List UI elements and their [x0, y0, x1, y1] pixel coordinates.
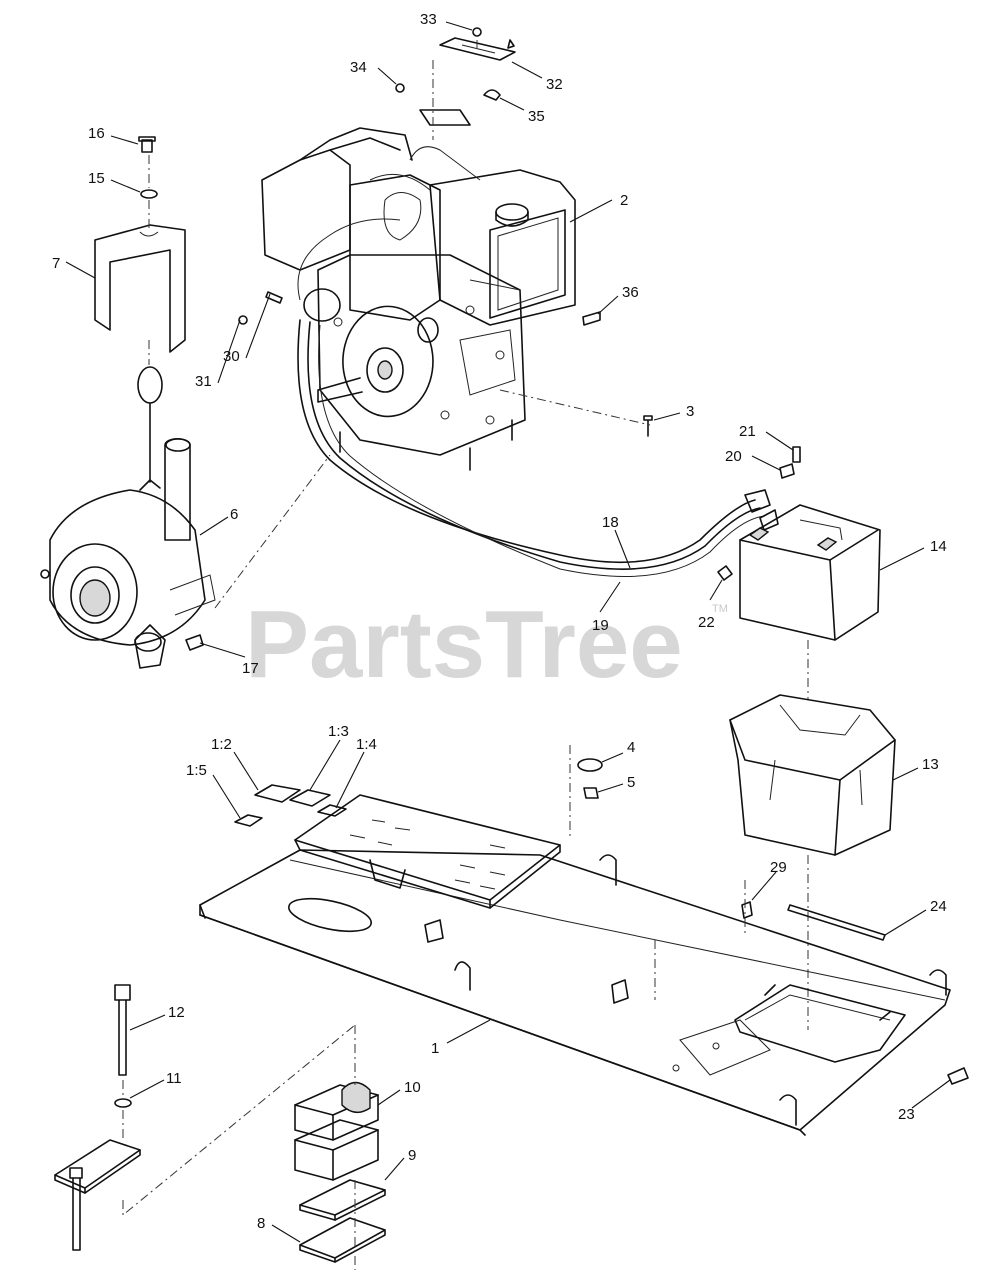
callout-6: 6 [230, 506, 238, 523]
tag-1-3 [289, 789, 331, 807]
callout-22: 22 [698, 614, 715, 631]
pin-23 [947, 1067, 969, 1085]
battery-14 [739, 504, 881, 641]
callout-24: 24 [930, 898, 947, 915]
callout-5: 5 [627, 774, 635, 791]
bolt-12 [114, 984, 131, 1001]
callout-35: 35 [528, 108, 545, 125]
bolt-33 [472, 27, 482, 37]
pump-6 [40, 437, 216, 669]
plate-8 [299, 1217, 386, 1259]
callout-29: 29 [770, 859, 787, 876]
callout-9: 9 [408, 1147, 416, 1164]
callout-1: 1 [431, 1040, 439, 1057]
clip-29 [741, 901, 753, 919]
bolt-17 [185, 634, 204, 651]
callout-7: 7 [52, 255, 60, 272]
battery-box-13 [729, 694, 896, 856]
callout-11: 11 [166, 1070, 182, 1087]
engine-bracket [419, 109, 471, 126]
callout-1-4: 1:4 [356, 736, 377, 753]
callout-1-5: 1:5 [186, 762, 207, 779]
washer-15 [140, 189, 158, 199]
eye-bolt [137, 366, 163, 404]
saddle-10 [294, 1081, 379, 1181]
callout-1-3: 1:3 [328, 723, 349, 740]
bolt-21 [792, 446, 801, 463]
callout-32: 32 [546, 76, 563, 93]
callout-1-2: 1:2 [211, 736, 232, 753]
callout-36: 36 [622, 284, 639, 301]
watermark: PartsTree [245, 591, 683, 698]
nut-34 [395, 83, 405, 93]
lifting-bracket [439, 37, 516, 61]
callout-19: 19 [592, 617, 609, 634]
bolt-3 [643, 415, 653, 437]
leader-lines [65, 21, 951, 1243]
tag-1-5 [234, 814, 263, 827]
callout-15: 15 [88, 170, 105, 187]
rod-24 [787, 904, 886, 941]
hose-18 [297, 319, 756, 564]
washer-11 [114, 1098, 132, 1108]
callout-14: 14 [930, 538, 947, 555]
plate-9 [299, 1179, 386, 1216]
base-plate-1 [199, 849, 951, 1136]
bolt-16 [138, 136, 156, 153]
nut-22 [717, 565, 733, 581]
callout-17: 17 [242, 660, 259, 677]
callout-2: 2 [620, 192, 628, 209]
callout-12: 12 [168, 1004, 185, 1021]
tag-1-2 [254, 784, 301, 803]
callout-21: 21 [739, 423, 756, 440]
watermark-tm: TM [712, 603, 728, 615]
guard-7 [94, 224, 186, 353]
callout-18: 18 [602, 514, 619, 531]
callout-31: 31 [195, 373, 212, 390]
callout-30: 30 [223, 348, 240, 365]
tag-1-4 [317, 804, 347, 817]
callout-33: 33 [420, 11, 437, 28]
callout-10: 10 [404, 1079, 421, 1096]
callout-23: 23 [898, 1106, 915, 1123]
callout-34: 34 [350, 59, 367, 76]
callout-4: 4 [627, 739, 635, 756]
callout-13: 13 [922, 756, 939, 773]
callout-8: 8 [257, 1215, 265, 1232]
callout-3: 3 [686, 403, 694, 420]
callout-16: 16 [88, 125, 105, 142]
engine [261, 127, 576, 471]
nut-5 [583, 787, 599, 799]
callout-20: 20 [725, 448, 742, 465]
washer-20 [779, 463, 795, 479]
hose-19 [307, 321, 761, 570]
callout-labels: 33 34 32 35 16 15 7 2 30 31 36 3 21 20 6… [52, 11, 947, 1232]
engine-mount-plate [294, 794, 561, 909]
isolator-4 [577, 758, 603, 772]
